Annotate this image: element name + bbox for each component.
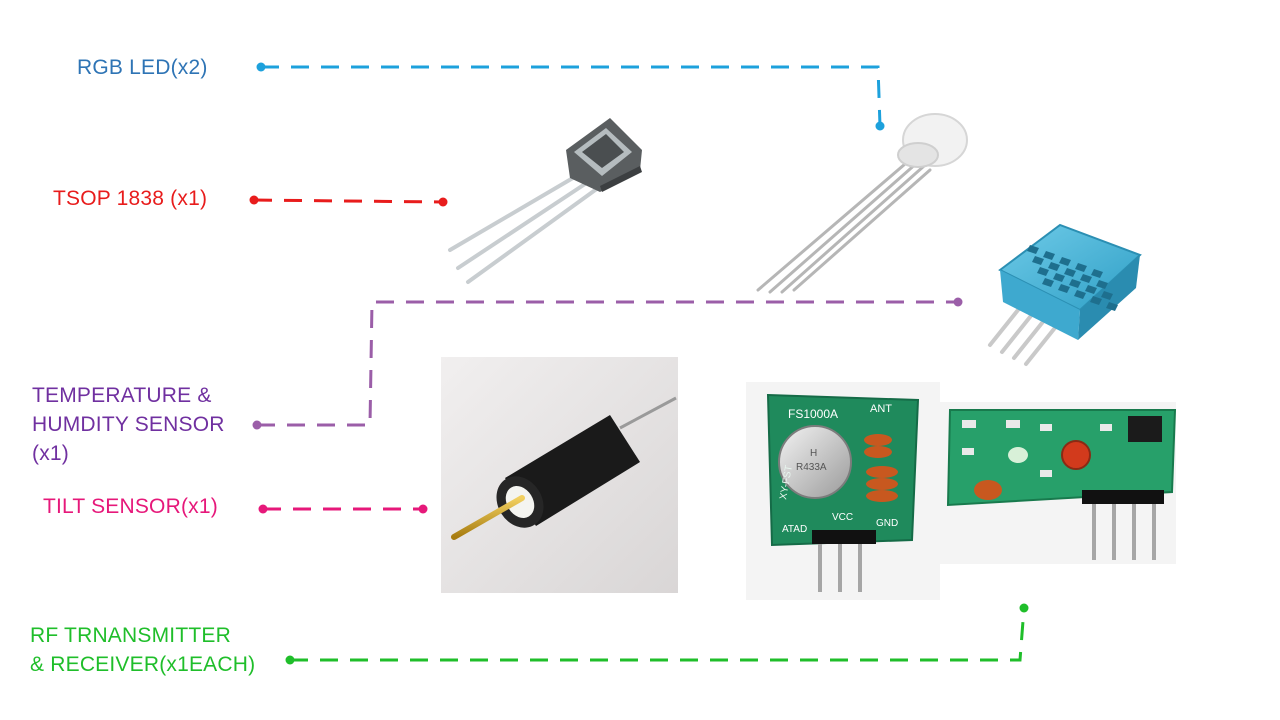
connector-tsop (249, 195, 448, 207)
rf-tx-pin-vcc: VCC (832, 512, 853, 523)
dht-grille-hole (1027, 245, 1039, 254)
dht-grille-hole (1101, 291, 1113, 300)
rf-tx-pin-atad: ATAD (782, 524, 807, 535)
rgb-led-image (756, 113, 968, 294)
label-rgb-led: RGB LED(x2) (77, 53, 208, 82)
rf-receiver-image (940, 402, 1177, 564)
label-temp-line3: (x1) (32, 442, 69, 465)
label-temp-line1: TEMPERATURE & (32, 384, 212, 407)
ir-receiver-image (448, 118, 642, 284)
connector-temp (252, 297, 963, 430)
label-tsop-text: TSOP 1838 (x1) (53, 187, 208, 210)
dht-grille-hole (1048, 262, 1060, 271)
label-temp-humidity: TEMPERATURE & HUMDITY SENSOR (x1) (32, 381, 225, 468)
tilt-sensor-image (441, 357, 678, 593)
dht-grille-hole (1037, 267, 1049, 276)
dht-sensor-image (988, 223, 1142, 366)
dht-grille-hole (1069, 279, 1081, 288)
connector-tilt (258, 504, 428, 514)
rf-tx-ant-text: ANT (870, 403, 892, 415)
label-rf: RF TRNANSMITTER & RECEIVER(x1EACH) (30, 621, 255, 679)
label-temp-line2: HUMDITY SENSOR (32, 413, 225, 436)
dht-grille-hole (1085, 285, 1097, 294)
dht-grille-hole (1064, 268, 1076, 277)
label-tilt-text: TILT SENSOR(x1) (43, 495, 218, 518)
dht-grille-hole (1042, 278, 1054, 287)
dht-grille-hole (1080, 274, 1092, 283)
dht-grille-hole (1096, 280, 1108, 289)
dht-grille-hole (1090, 296, 1102, 305)
dht-grille-hole (1059, 257, 1071, 266)
dht-grille-hole (1032, 256, 1044, 265)
dht-grille-hole (1075, 263, 1087, 272)
rf-transmitter-image: FS1000A ANT XY-FST H R433A ATAD VCC GND (746, 382, 940, 600)
dht-grille-hole (1106, 302, 1118, 311)
rf-tx-model-text: FS1000A (788, 407, 838, 421)
dht-grille-hole (1053, 273, 1065, 282)
connector-rgb-led (256, 62, 885, 131)
connector-rf (285, 603, 1029, 665)
label-rgb-led-text: RGB LED(x2) (77, 56, 208, 79)
label-rf-line1: RF TRNANSMITTER (30, 624, 231, 647)
rf-tx-pin-gnd: GND (876, 518, 898, 529)
dht-grille-hole (1091, 269, 1103, 278)
label-tilt: TILT SENSOR(x1) (43, 492, 218, 521)
rf-tx-can-text2: R433A (796, 462, 827, 473)
dht-grille-hole (1074, 290, 1086, 299)
dht-grille-hole (1058, 284, 1070, 293)
rf-tx-can-text1: H (810, 448, 817, 459)
label-rf-line2: & RECEIVER(x1EACH) (30, 653, 256, 676)
dht-grille-hole (1043, 251, 1055, 260)
label-tsop: TSOP 1838 (x1) (53, 184, 207, 213)
